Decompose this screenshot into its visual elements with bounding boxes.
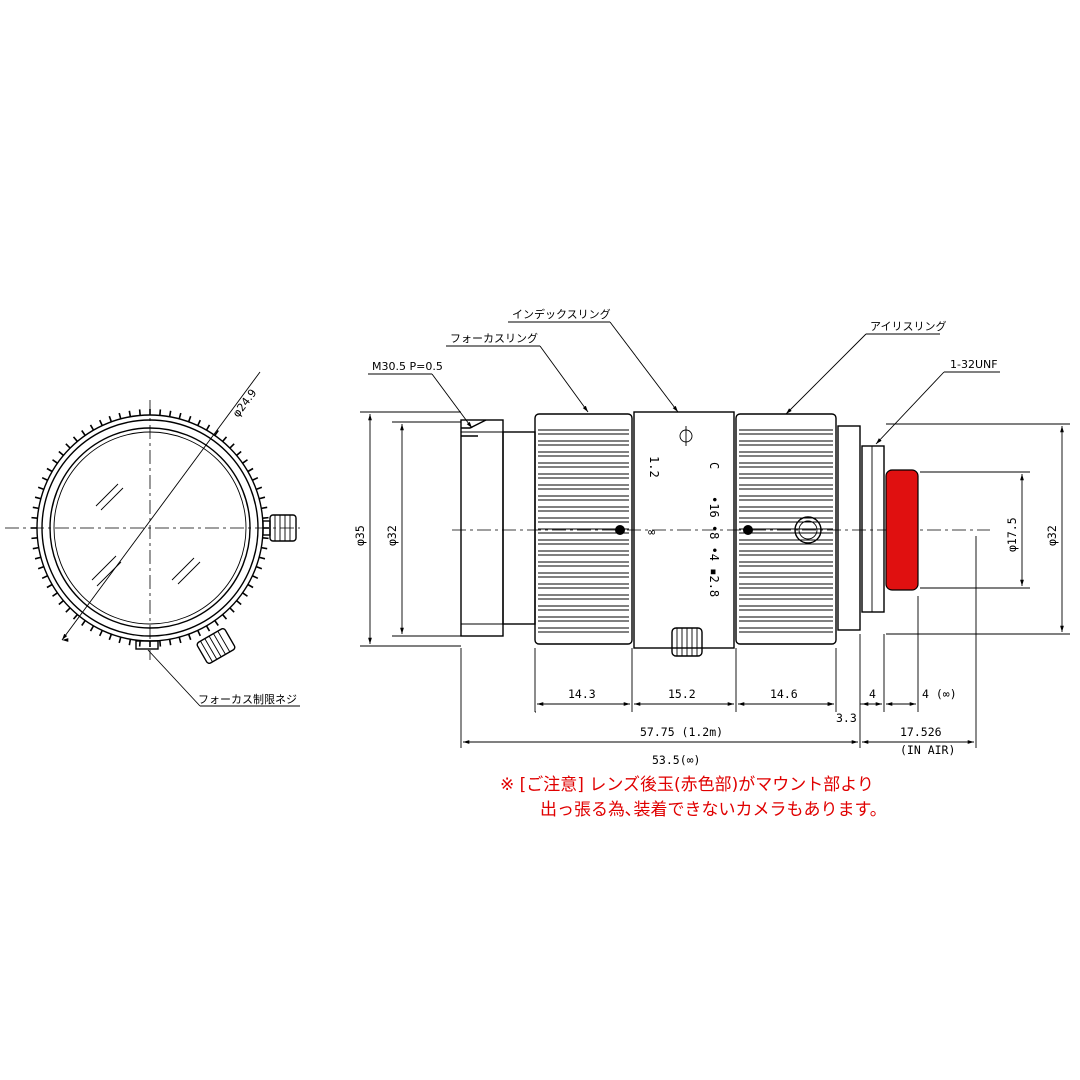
focus-ring-label: フォーカスリング (450, 331, 538, 345)
iris-ring-label: アイリスリング (870, 319, 946, 333)
caution-note: ※ [ご注意] レンズ後玉(赤色部)がマウント部より 出っ張る為､装着できないカ… (500, 773, 980, 823)
focus-screw-label: フォーカス制限ネジ (198, 693, 297, 706)
side-view (360, 321, 1070, 748)
close-focus-mark: C (707, 462, 721, 469)
iris-index-dot (743, 525, 753, 535)
dim-phi32-rear: φ32 (1045, 525, 1059, 546)
dim-57-75: 57.75 (1.2m) (640, 725, 723, 739)
dim-3-3: 3.3 (836, 711, 857, 725)
caution-line-1: ※ [ご注意] レンズ後玉(赤色部)がマウント部より (500, 775, 874, 795)
dim-53-5: 53.5(∞) (652, 753, 700, 767)
focus-ring-grooves (538, 429, 629, 633)
f-number-scale: •16 •8 •4 ▪2.8 (707, 496, 721, 597)
dim-in-air: (IN AIR) (900, 743, 955, 757)
dim-phi35: φ35 (353, 525, 367, 546)
rear-lens-element (885, 469, 919, 591)
dim-4a: 4 (869, 687, 876, 701)
caution-line-2: 出っ張る為､装着できないカメラもあります。 (540, 800, 887, 820)
front-knurled-ring (31, 409, 269, 647)
dim-phi32-front: φ32 (385, 525, 399, 546)
glass-reflection (91, 483, 201, 587)
dim-4b: 4 (∞) (922, 687, 957, 701)
focus-index-dot (615, 525, 625, 535)
iris-ring-grooves (739, 429, 833, 633)
dim-14-6: 14.6 (770, 687, 798, 701)
infinity-mark: ∞ (648, 525, 655, 539)
dim-phi17-5: φ17.5 (1005, 517, 1019, 552)
mount-thread-label: 1-32UNF (950, 358, 998, 371)
dim-14-3: 14.3 (568, 687, 596, 701)
front-view (5, 371, 300, 707)
index-ring-label: インデックスリング (512, 307, 611, 321)
dim-17-526: 17.526 (900, 725, 942, 739)
aperture-min-mark: 1.2 (647, 456, 661, 478)
thread-label: M30.5 P=0.5 (372, 360, 443, 373)
front-diameter-label: φ24.9 (230, 387, 259, 420)
dim-15-2: 15.2 (668, 687, 696, 701)
